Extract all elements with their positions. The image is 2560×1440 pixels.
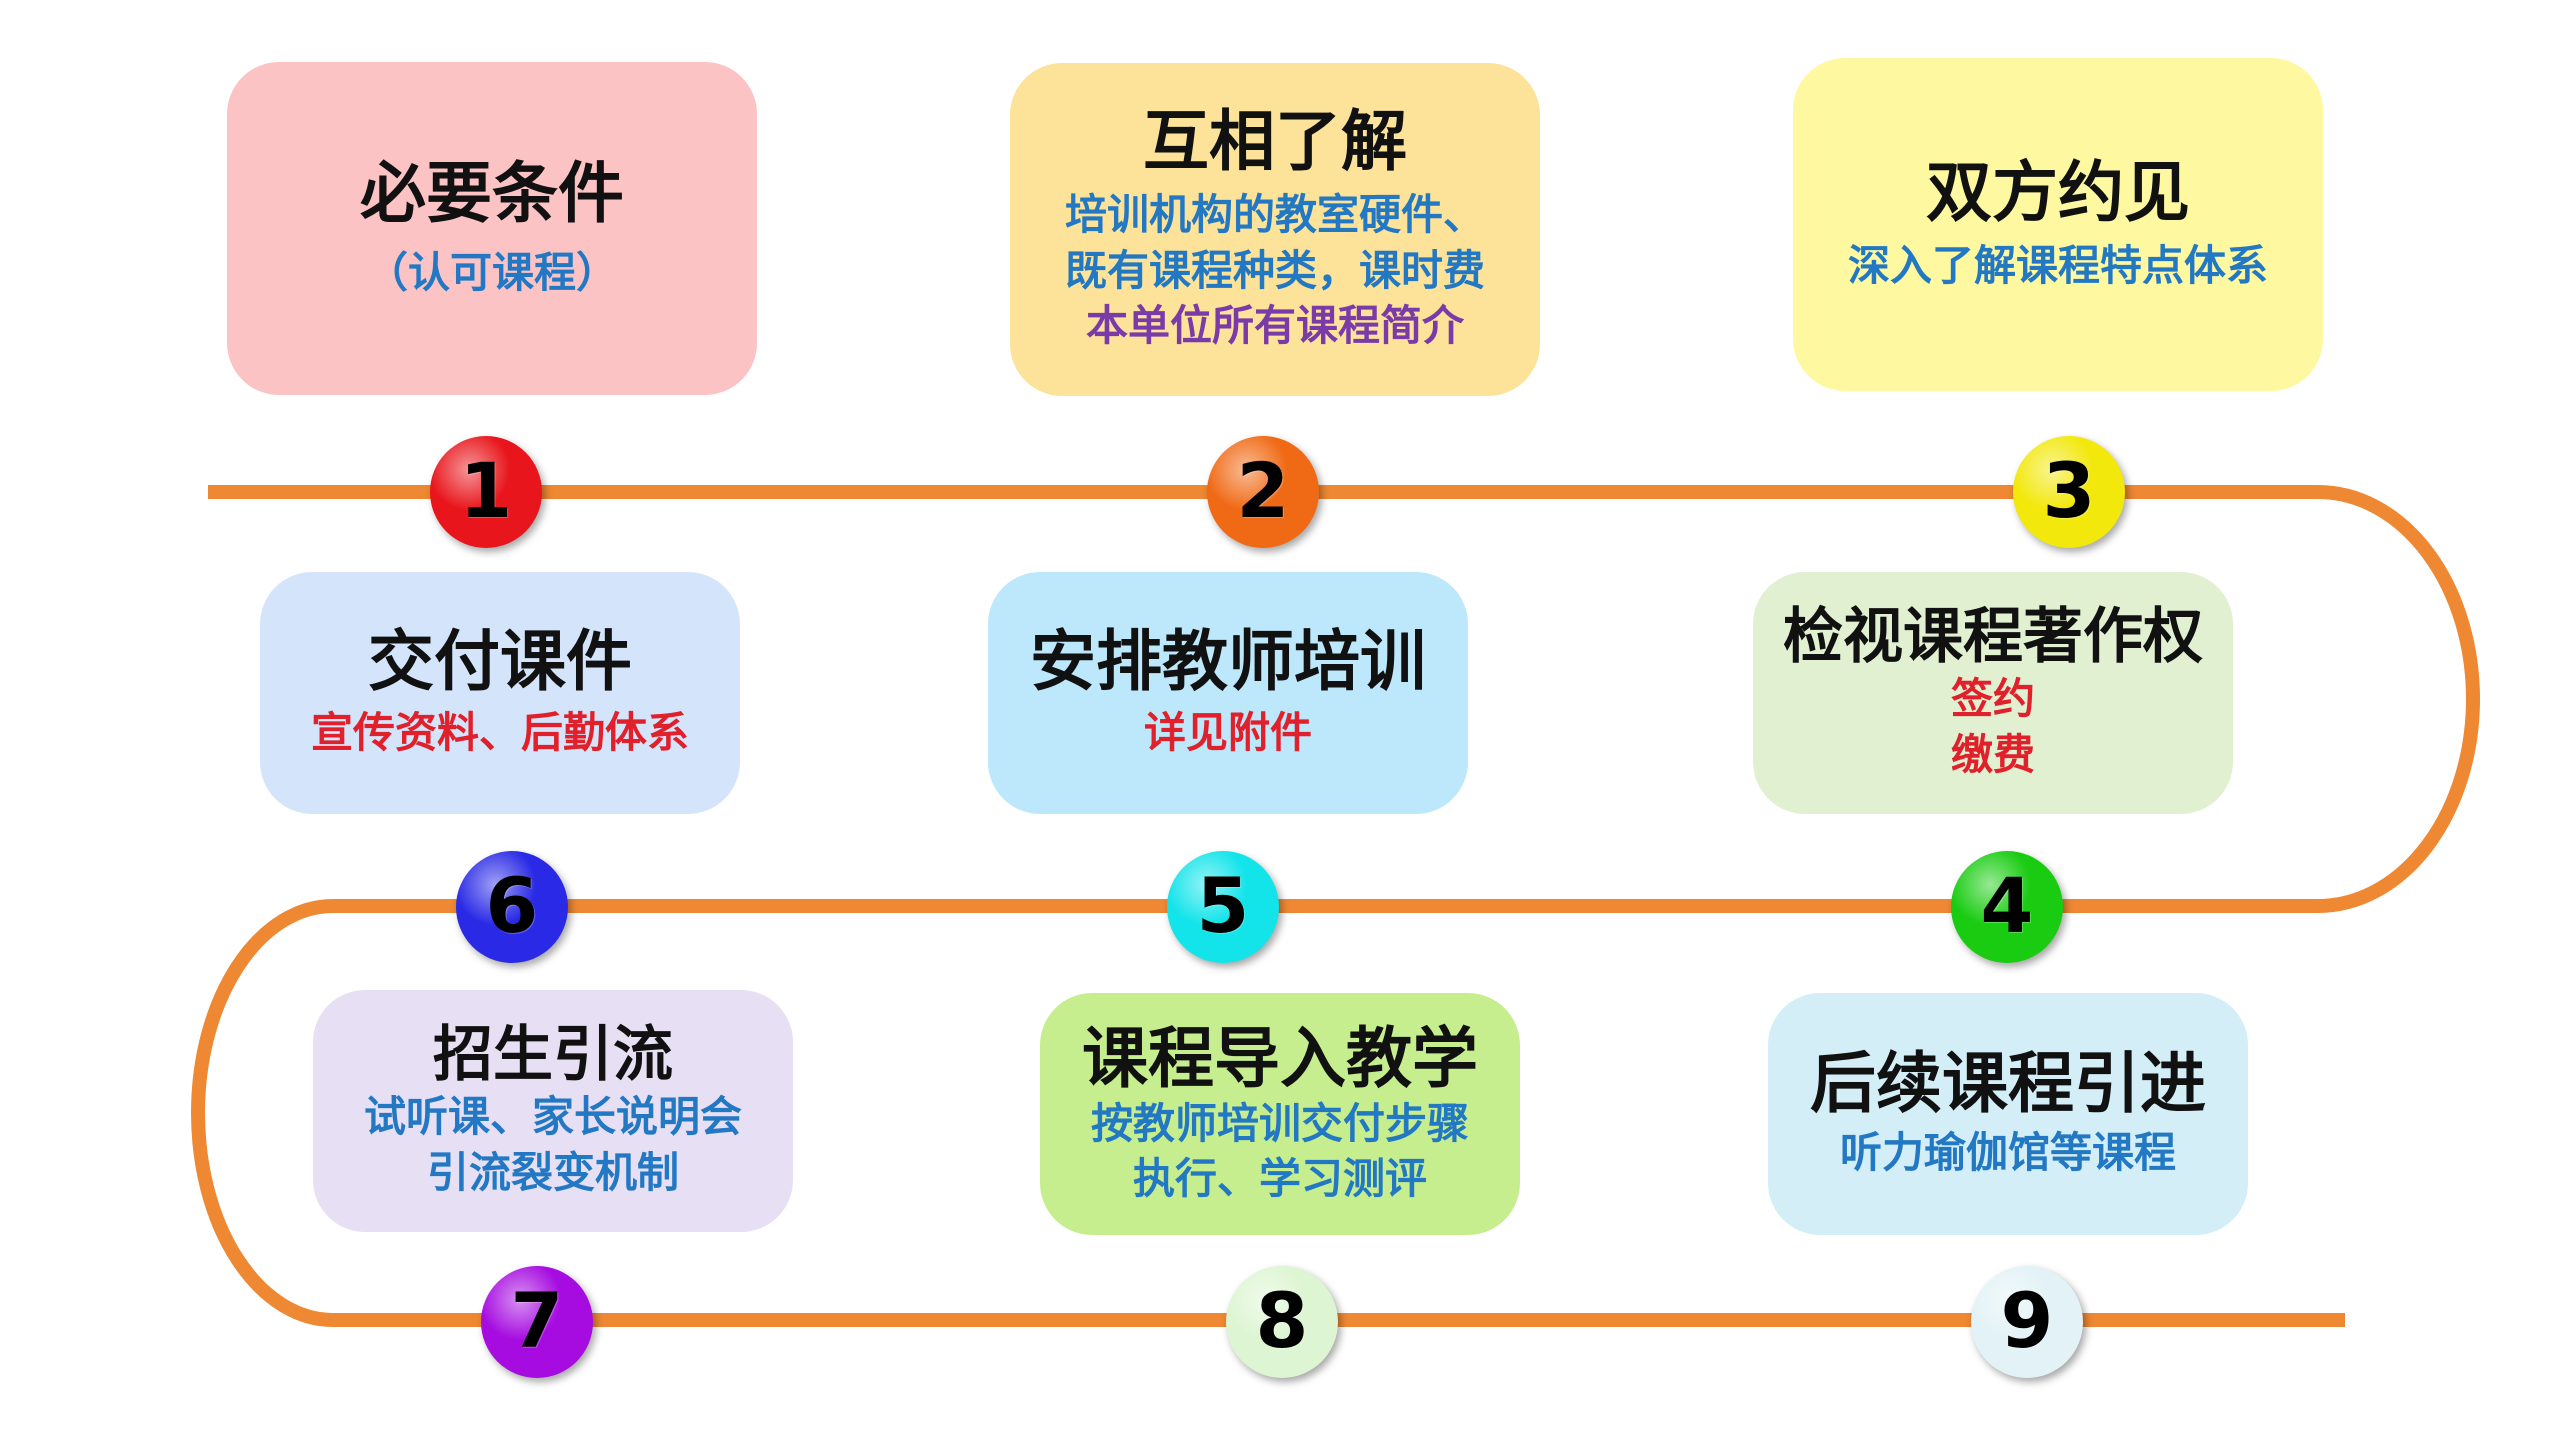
step-number: 6 (485, 860, 539, 950)
step-card-3: 双方约见 深入了解课程特点体系 (1793, 58, 2323, 391)
step-card-5: 安排教师培训 详见附件 (988, 572, 1468, 814)
step-detail: 本单位所有课程简介 (1085, 301, 1464, 351)
step-number: 1 (459, 445, 513, 535)
step-number-badge-5: 5 (1167, 851, 1279, 963)
step-detail: 按教师培训交付步骤 (1090, 1098, 1469, 1148)
step-detail: 引流裂变机制 (426, 1147, 679, 1197)
step-title: 互相了解 (1143, 103, 1407, 181)
step-number: 9 (2000, 1275, 2054, 1365)
step-title: 双方约见 (1926, 153, 2190, 231)
step-number: 2 (1236, 445, 1290, 535)
step-detail: 宣传资料、后勤体系 (310, 708, 689, 758)
track-line (191, 485, 2480, 1327)
step-card-2: 互相了解 培训机构的教室硬件、 既有课程种类，课时费 本单位所有课程简介 (1010, 63, 1540, 396)
step-card-8: 课程导入教学 按教师培训交付步骤 执行、学习测评 (1040, 993, 1520, 1235)
step-title: 课程导入教学 (1082, 1019, 1478, 1097)
step-title: 后续课程引进 (1810, 1045, 2206, 1123)
step-number: 4 (1980, 860, 2034, 950)
step-card-1: 必要条件 （认可课程） (227, 62, 757, 395)
step-card-9: 后续课程引进 听力瑜伽馆等课程 (1768, 993, 2248, 1235)
step-detail: 既有课程种类，课时费 (1064, 245, 1485, 295)
step-detail: 试听课、家长说明会 (363, 1092, 742, 1142)
step-number-badge-4: 4 (1951, 851, 2063, 963)
step-title: 必要条件 (360, 154, 624, 232)
step-number-badge-2: 2 (1207, 436, 1319, 548)
step-detail: 培训机构的教室硬件、 (1064, 190, 1485, 240)
step-card-7: 招生引流 试听课、家长说明会 引流裂变机制 (313, 990, 793, 1232)
step-title: 检视课程著作权 (1783, 601, 2203, 672)
step-number-badge-9: 9 (1971, 1266, 2083, 1378)
step-detail: 深入了解课程特点体系 (1847, 240, 2268, 290)
step-detail: 听力瑜伽馆等课程 (1839, 1128, 2176, 1178)
step-title: 招生引流 (433, 1019, 673, 1090)
step-detail: （认可课程） (365, 247, 618, 297)
step-card-6: 交付课件 宣传资料、后勤体系 (260, 572, 740, 814)
step-card-4: 检视课程著作权 签约 缴费 (1753, 572, 2233, 814)
step-detail: 签约 (1950, 674, 2035, 724)
step-number: 7 (510, 1275, 564, 1365)
step-title: 交付课件 (368, 623, 632, 701)
step-number-badge-6: 6 (456, 851, 568, 963)
step-number-badge-8: 8 (1226, 1266, 1338, 1378)
step-number-badge-1: 1 (430, 436, 542, 548)
step-detail: 执行、学习测评 (1132, 1153, 1427, 1203)
step-number: 8 (1255, 1275, 1309, 1365)
step-number: 5 (1196, 860, 1250, 950)
step-number-badge-3: 3 (2013, 436, 2125, 548)
step-number: 3 (2042, 445, 2096, 535)
step-detail: 缴费 (1950, 729, 2035, 779)
step-number-badge-7: 7 (481, 1266, 593, 1378)
step-detail: 详见附件 (1143, 708, 1312, 758)
step-title: 安排教师培训 (1030, 623, 1426, 701)
